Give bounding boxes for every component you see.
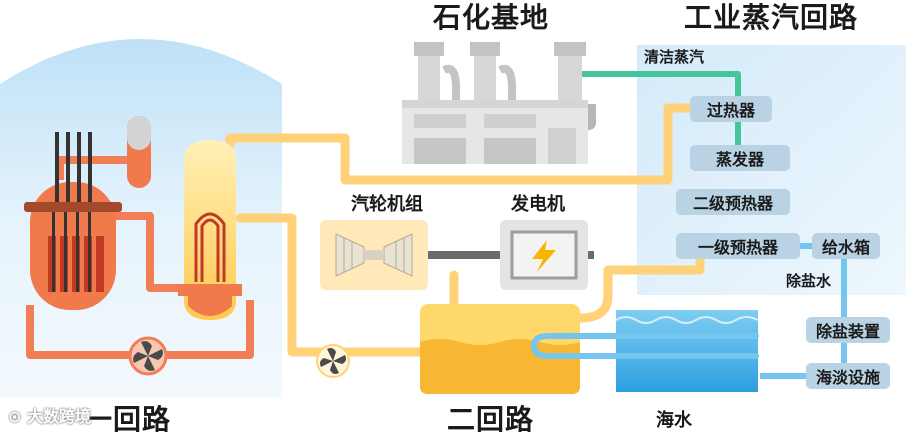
condenser-icon (420, 304, 580, 394)
steam-generator-icon (178, 140, 242, 320)
watermark: ⊙ 大数跨境 (8, 403, 91, 427)
desalinated-water-label: 除盐水 (786, 272, 832, 290)
pressurizer-icon (127, 116, 151, 188)
desalination-unit-box: 除盐装置 (806, 317, 890, 343)
secondary-pump-icon (316, 344, 350, 378)
clean-steam-pipe (582, 71, 741, 160)
lightning-icon (532, 240, 556, 272)
secondary-loop-title: 二回路 (447, 403, 535, 436)
generator-icon (500, 220, 594, 290)
primary-preheater-box: 一级预热器 (676, 233, 800, 259)
turbine-icon (320, 220, 428, 290)
generator-label: 发电机 (511, 194, 565, 215)
secondary-preheater-box: 二级预热器 (676, 189, 790, 215)
seawater-label: 海水 (656, 410, 692, 431)
feedwater-tank-box: 给水箱 (812, 233, 880, 259)
watermark-logo-icon: ⊙ (8, 407, 27, 426)
sea (615, 310, 759, 392)
secondary-loop-pipes (225, 103, 705, 357)
water-pipes (760, 243, 847, 379)
superheater-box: 过热器 (690, 96, 772, 122)
pump-icon (128, 336, 168, 376)
reactor-icon (24, 132, 122, 310)
factory-icon (402, 42, 596, 164)
seawater-coil (530, 333, 759, 359)
primary-loop-title: 一回路 (84, 403, 172, 436)
petrochemical-base-title: 石化基地 (433, 1, 550, 34)
turbine-label: 汽轮机组 (351, 194, 423, 215)
watermark-text: 大数跨境 (26, 407, 91, 426)
seawater-desalination-box: 海淡设施 (806, 363, 890, 389)
turbine-shaft (428, 251, 500, 259)
clean-steam-label: 清洁蒸汽 (644, 48, 705, 66)
evaporator-box: 蒸发器 (690, 145, 790, 171)
industrial-steam-loop-title: 工业蒸汽回路 (684, 1, 859, 34)
